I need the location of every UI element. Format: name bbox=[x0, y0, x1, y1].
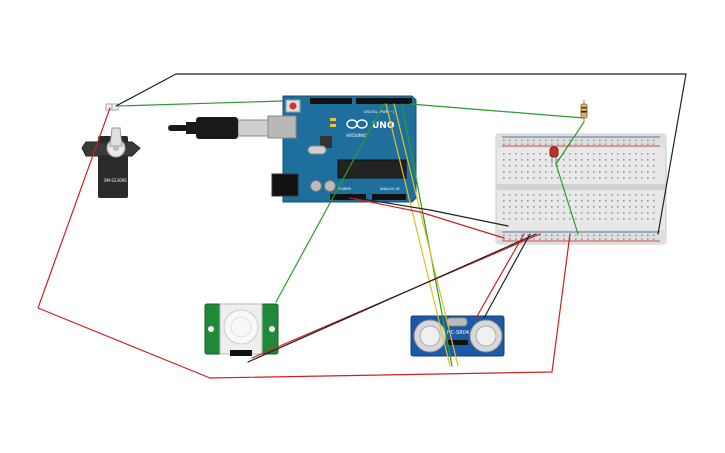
digital-header-left bbox=[310, 98, 352, 104]
arduino-model: UNO bbox=[372, 121, 395, 131]
usb-chip bbox=[320, 136, 332, 148]
arduino-brand: ARDUINO bbox=[346, 133, 368, 139]
wire-green-resistor[interactable] bbox=[409, 103, 585, 119]
power-jack bbox=[271, 173, 299, 197]
wire-black-ground-loop[interactable] bbox=[115, 73, 687, 235]
arduino-uno[interactable]: UNO ARDUINO DIGITAL (PWM ~) POWER ANALOG… bbox=[267, 95, 417, 203]
status-led bbox=[330, 118, 336, 121]
pir-sensor[interactable] bbox=[204, 303, 279, 356]
wire-black-gnd[interactable] bbox=[355, 197, 509, 227]
breadboard[interactable] bbox=[495, 133, 667, 245]
wire-yellow-trig[interactable] bbox=[393, 103, 459, 367]
wire-green-ultrasonic[interactable] bbox=[401, 103, 453, 367]
crystal bbox=[307, 145, 327, 155]
resistor-icon[interactable] bbox=[580, 100, 588, 122]
wire-green-pir-signal[interactable] bbox=[275, 103, 385, 303]
wire-red-servo-power[interactable] bbox=[37, 107, 571, 379]
wires bbox=[37, 73, 687, 379]
wire-red-5v[interactable] bbox=[349, 197, 505, 239]
led-icon[interactable] bbox=[549, 146, 559, 164]
servo-motor-icon[interactable]: SM-S2309S bbox=[81, 103, 141, 198]
reset-button-cap[interactable] bbox=[289, 102, 297, 110]
usb-jack bbox=[267, 115, 297, 139]
usb-cable-icon[interactable] bbox=[168, 117, 269, 139]
microcontroller-chip bbox=[337, 159, 407, 179]
wire-black-pir-ground[interactable] bbox=[247, 233, 537, 363]
wire-yellow-echo[interactable] bbox=[385, 103, 451, 367]
servo-label: SM-S2309S bbox=[104, 178, 127, 183]
arduino-logo bbox=[346, 119, 368, 129]
capacitor bbox=[310, 180, 322, 192]
power-header bbox=[330, 194, 366, 200]
wire-red-ultrasonic-power[interactable] bbox=[475, 233, 525, 319]
analog-header bbox=[372, 194, 406, 200]
arduino-power-label: POWER bbox=[338, 187, 352, 191]
status-led bbox=[330, 124, 336, 127]
ultrasonic-sensor[interactable]: HC-SR04 bbox=[410, 315, 505, 357]
capacitor bbox=[324, 180, 336, 192]
arduino-analog-label: ANALOG IN bbox=[380, 187, 400, 191]
wire-green-resistor-breadboard[interactable] bbox=[555, 121, 585, 165]
wire-green-led-breadboard[interactable] bbox=[555, 163, 579, 235]
wire-black-ultrasonic-ground[interactable] bbox=[483, 233, 531, 319]
digital-header-right bbox=[356, 98, 412, 104]
wire-green-servo-signal[interactable] bbox=[117, 100, 283, 107]
ultrasonic-label: HC-SR04 bbox=[447, 330, 469, 336]
